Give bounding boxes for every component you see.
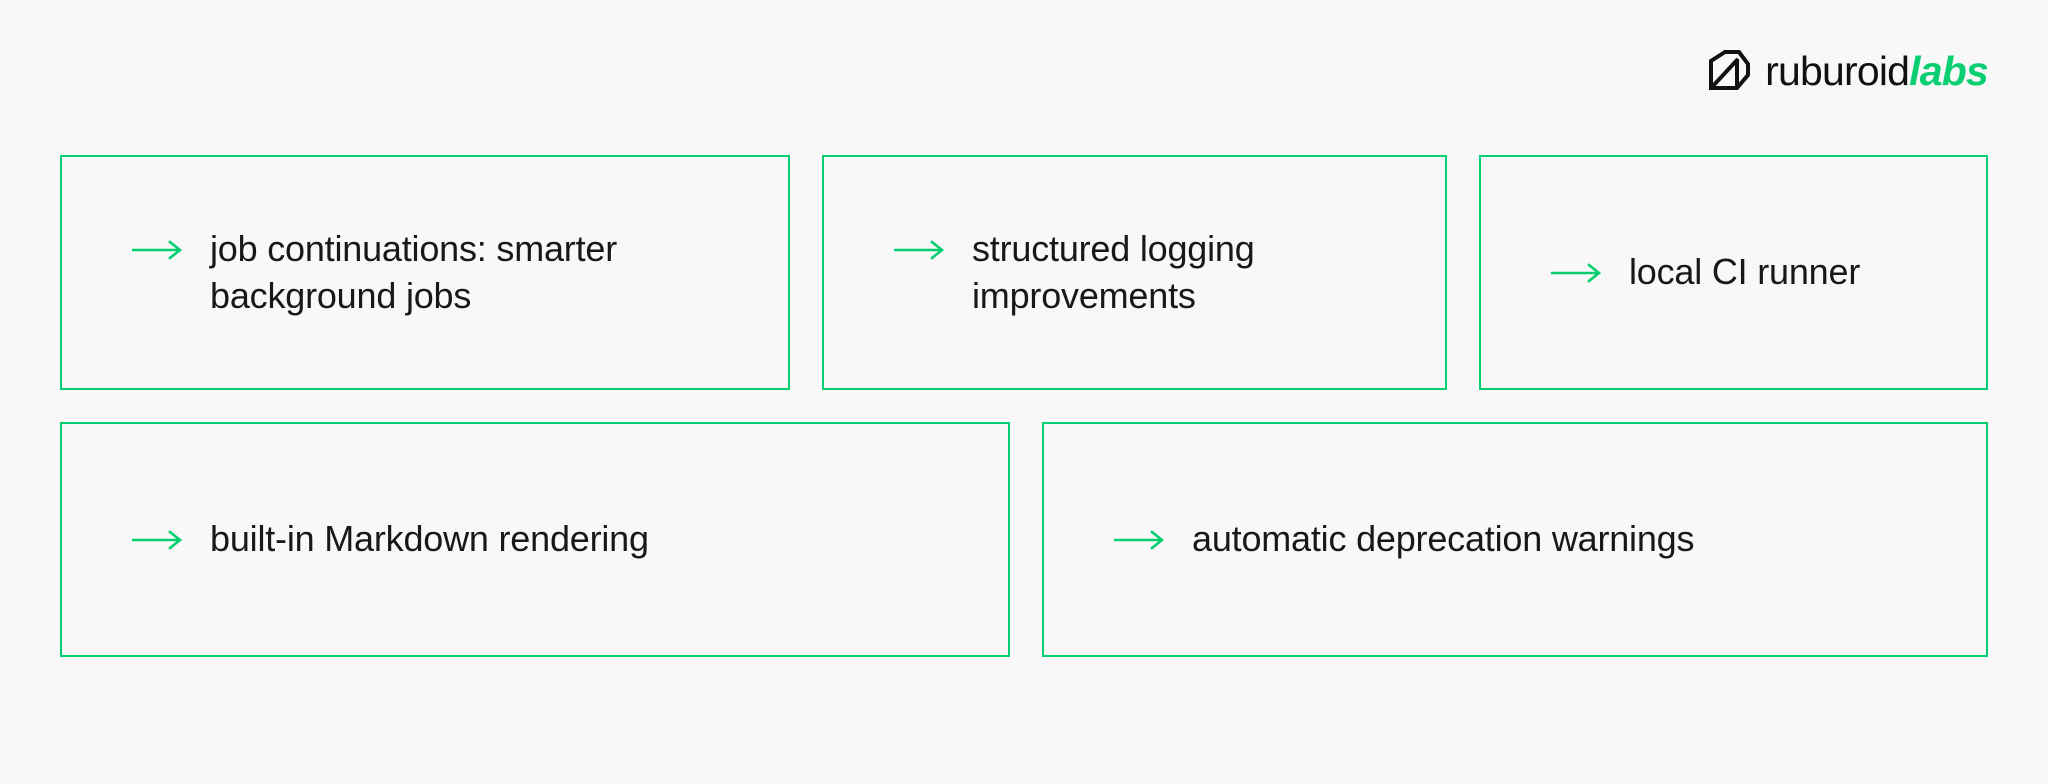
feature-card[interactable]: structured logging improvements	[822, 155, 1447, 390]
long-right-arrow-icon	[132, 530, 183, 551]
feature-card-label: local CI runner	[1629, 251, 1861, 293]
long-right-arrow-icon	[132, 240, 183, 261]
feature-card-grid: job continuations: smarter background jo…	[60, 155, 1988, 657]
long-right-arrow-icon	[1114, 530, 1165, 551]
feature-card-row-1: job continuations: smarter background jo…	[60, 155, 1988, 390]
feature-card[interactable]: built-in Markdown rendering	[60, 422, 1010, 657]
feature-card-row-2: built-in Markdown rendering automatic de…	[60, 422, 1988, 657]
feature-card-label: automatic deprecation warnings	[1192, 518, 1695, 560]
feature-card-label: job continuations: smarter background jo…	[210, 228, 618, 316]
feature-card-label: built-in Markdown rendering	[210, 518, 649, 560]
ruburoid-diamond-mark-icon	[1709, 50, 1751, 90]
logo-suffix-text: labs	[1909, 47, 1989, 94]
brand-logo: ruburoid labs	[1706, 45, 1989, 97]
feature-card[interactable]: automatic deprecation warnings	[1042, 422, 1988, 657]
feature-card[interactable]: local CI runner	[1479, 155, 1988, 390]
logo-wordmark: ruburoid labs	[1765, 47, 1989, 94]
long-right-arrow-icon	[1551, 263, 1602, 284]
logo-brand-text: ruburoid	[1765, 47, 1910, 94]
feature-card[interactable]: job continuations: smarter background jo…	[60, 155, 790, 390]
feature-card-label: structured logging improvements	[972, 228, 1255, 316]
long-right-arrow-icon	[894, 240, 945, 261]
